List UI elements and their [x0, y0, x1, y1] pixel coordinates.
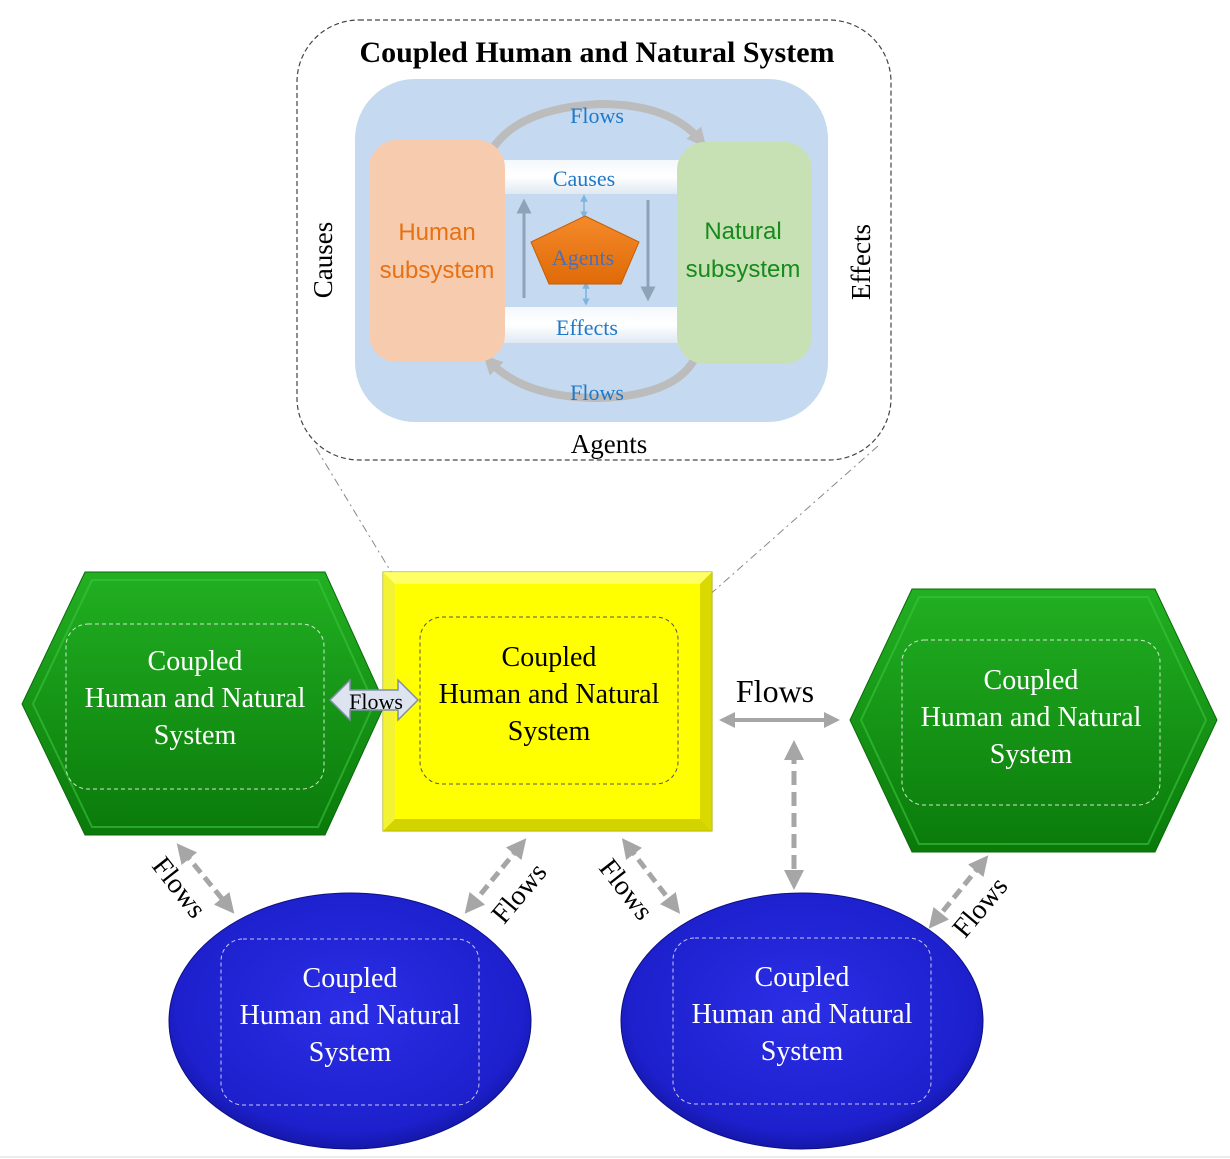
dashed-double-arrow-icon: [176, 843, 235, 914]
system-label: System: [154, 720, 237, 751]
detail-frame: [296, 19, 892, 461]
human-subsystem-label: Human: [398, 219, 475, 246]
system-node-square-center: Coupled Human and Natural System: [382, 571, 713, 832]
effects-band-label: Effects: [556, 315, 618, 340]
system-label: Human and Natural: [921, 702, 1142, 733]
side-label-causes: Causes: [308, 222, 338, 299]
effects-band: [500, 307, 682, 343]
curved-arrow-icon: [489, 99, 707, 151]
system-frame: [419, 616, 679, 785]
flow-connector-square-ellipse-left: Flows: [464, 838, 554, 930]
detail-title: Coupled Human and Natural System: [359, 36, 834, 69]
system-node-ellipse-right: Coupled Human and Natural System: [620, 892, 984, 1150]
flow-label: Flows: [486, 857, 554, 929]
system-label: Coupled: [984, 665, 1079, 696]
system-label: System: [508, 716, 591, 747]
ellipse-shape: [168, 892, 532, 1150]
system-node-hexagon-left: Coupled Human and Natural System: [21, 571, 386, 836]
causes-band: [500, 160, 682, 194]
flow-connector-hex-ellipse-left: Flows: [145, 843, 235, 924]
system-frame: [220, 938, 480, 1106]
bottom-label-agents: Agents: [571, 429, 648, 459]
system-label: Coupled: [502, 642, 597, 673]
system-label: System: [761, 1036, 844, 1067]
human-subsystem-label: subsystem: [380, 257, 495, 284]
natural-subsystem-label: Natural: [704, 218, 781, 245]
causes-band-label: Causes: [553, 166, 615, 191]
agents-label: Agents: [552, 245, 614, 270]
system-node-ellipse-left: Coupled Human and Natural System: [168, 892, 532, 1150]
system-frame: [901, 639, 1161, 806]
human-subsystem-box: [369, 140, 505, 362]
natural-subsystem-label: subsystem: [686, 256, 801, 283]
detail-panel: Coupled Human and Natural System Flows C…: [296, 19, 892, 461]
bottom-flow-label: Flows: [570, 380, 624, 405]
system-label: System: [309, 1037, 392, 1068]
dashed-double-arrow-icon: [464, 838, 527, 914]
system-frame: [672, 937, 932, 1105]
system-label: System: [990, 739, 1073, 770]
side-label-effects: Effects: [846, 224, 876, 300]
system-label: Human and Natural: [240, 1000, 461, 1031]
system-label: Human and Natural: [692, 999, 913, 1030]
system-label: Coupled: [755, 962, 850, 993]
natural-subsystem-box: [677, 142, 812, 364]
flow-label: Flows: [736, 673, 814, 709]
flow-label: Flows: [947, 871, 1015, 943]
system-label: Human and Natural: [439, 679, 660, 710]
dashed-double-arrow-icon: [928, 855, 989, 929]
flow-connector-square-hex: Flows: [719, 673, 840, 728]
double-arrow-icon: [328, 678, 420, 722]
flow-connector-hex-square: Flows: [328, 678, 420, 722]
system-label: Coupled: [303, 963, 398, 994]
system-node-hexagon-right: Coupled Human and Natural System: [849, 588, 1218, 853]
hexagon-shape: [849, 588, 1218, 853]
flow-label: Flows: [145, 851, 212, 924]
square-shape: [382, 571, 713, 832]
system-label: Human and Natural: [85, 683, 306, 714]
flow-label: Flows: [349, 689, 403, 714]
flow-connector-square-ellipse-right: Flows: [592, 838, 681, 926]
dashed-double-arrow-icon: [621, 838, 681, 914]
hexagon-shape: [21, 571, 386, 836]
flow-label: Flows: [592, 853, 659, 926]
curved-arrow-icon: [483, 352, 701, 403]
ellipse-shape: [620, 892, 984, 1150]
system-label: Coupled: [148, 646, 243, 677]
top-flow-label: Flows: [570, 103, 624, 128]
system-frame: [65, 623, 325, 790]
flow-connector-hex-ellipse-right: Flows: [928, 855, 1015, 944]
pentagon-icon: [530, 215, 640, 285]
